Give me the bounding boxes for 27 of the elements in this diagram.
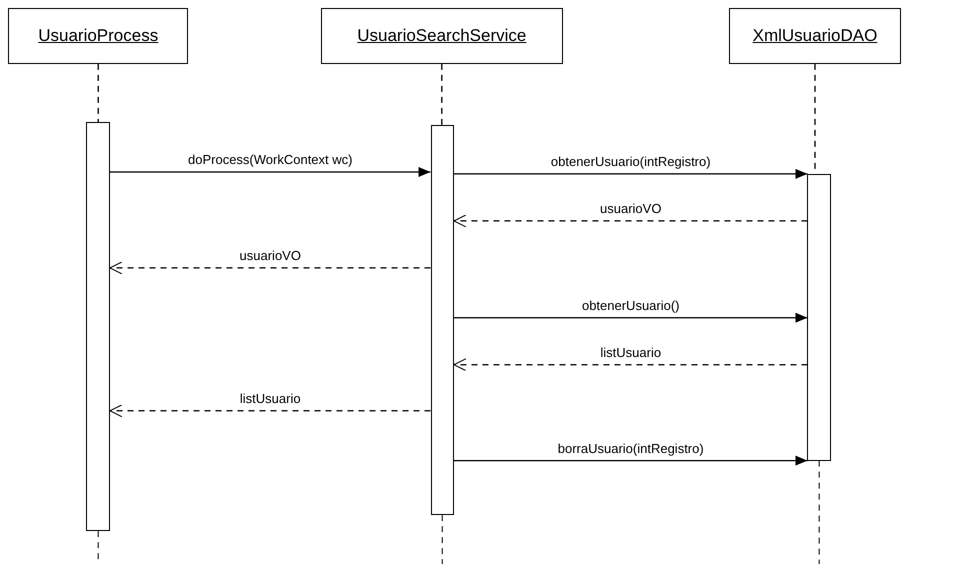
message-label: usuarioVO bbox=[240, 248, 301, 263]
return-arrow bbox=[454, 358, 808, 372]
return-arrow bbox=[109, 261, 431, 274]
object-name: XmlUsuarioDAO bbox=[752, 26, 878, 46]
object-box bbox=[320, 8, 564, 64]
message-arrow bbox=[454, 312, 808, 323]
message-label: usuarioVO bbox=[600, 200, 662, 216]
return-arrow bbox=[109, 404, 431, 418]
message-label: obtenerUsuario(intRegistro) bbox=[550, 154, 711, 169]
activation-bar bbox=[807, 174, 831, 461]
lifeline bbox=[441, 64, 442, 126]
message-label: doProcess(WorkContext wc) bbox=[188, 152, 352, 168]
message-label: borraUsuario(intRegistro) bbox=[558, 440, 704, 456]
message-label: obtenerUsuario() bbox=[582, 298, 680, 313]
activation-bar bbox=[86, 122, 110, 532]
object-name: UsuarioSearchService bbox=[357, 26, 526, 46]
message-label: listUsuario bbox=[600, 344, 662, 360]
lifeline bbox=[98, 64, 99, 122]
activation-bar bbox=[430, 125, 454, 516]
object-box bbox=[729, 8, 901, 64]
object-box bbox=[8, 8, 188, 64]
object-name: UsuarioProcess bbox=[38, 26, 158, 46]
message-arrow bbox=[454, 168, 808, 179]
message-arrow bbox=[454, 456, 808, 466]
message-label: listUsuario bbox=[240, 390, 301, 406]
message-arrow bbox=[110, 167, 431, 178]
return-arrow bbox=[454, 214, 808, 228]
